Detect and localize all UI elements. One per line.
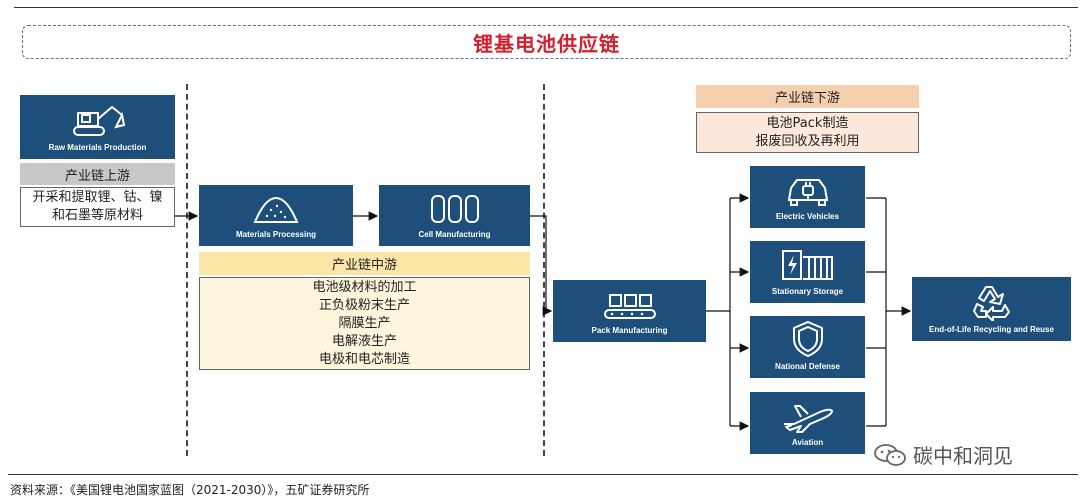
desc-downstream: 电池Pack制造 报废回收及再利用 bbox=[696, 112, 919, 153]
desc-line: 开采和提取锂、钴、镍 bbox=[32, 190, 163, 205]
storage-bolt-icon bbox=[781, 250, 833, 280]
node-national-defense: National Defense bbox=[750, 316, 865, 378]
stage-label-upstream: 产业链上游 bbox=[20, 163, 175, 185]
node-label: Electric Vehicles bbox=[775, 212, 840, 221]
node-materials-processing: Materials Processing bbox=[199, 185, 353, 246]
node-label: Materials Processing bbox=[235, 230, 317, 239]
desc-line: 报废回收及再利用 bbox=[755, 133, 860, 149]
node-label: End-of-Life Recycling and Reuse bbox=[929, 325, 1054, 334]
separator-midstream-downstream bbox=[543, 84, 545, 456]
node-label: Stationary Storage bbox=[771, 287, 844, 296]
desc-line: 电解液生产 bbox=[331, 333, 397, 349]
desc-line: 正负极粉末生产 bbox=[318, 297, 410, 313]
node-label: Raw Materials Production bbox=[48, 143, 147, 152]
top-rule bbox=[14, 7, 1078, 8]
title-box: 锂基电池供应链 bbox=[22, 25, 1071, 59]
stage-label-midstream: 产业链中游 bbox=[199, 252, 530, 275]
node-pack-manufacturing: Pack Manufacturing bbox=[553, 280, 706, 342]
source-note: 资料来源：《美国锂电池国家蓝图（2021-2030）》，五矿证券研究所 bbox=[10, 483, 370, 497]
excavator-icon bbox=[72, 105, 125, 136]
desc-line: 电极和电芯制造 bbox=[318, 351, 410, 367]
separator-upstream-midstream bbox=[186, 84, 188, 456]
node-label: Pack Manufacturing bbox=[591, 326, 668, 335]
node-label: Aviation bbox=[791, 438, 824, 447]
node-aviation: Aviation bbox=[750, 392, 865, 454]
node-cell-manufacturing: Cell Manufacturing bbox=[379, 185, 530, 246]
node-raw-materials: Raw Materials Production bbox=[20, 95, 175, 159]
desc-line: 电池级材料的加工 bbox=[312, 279, 417, 295]
node-electric-vehicles: Electric Vehicles bbox=[750, 166, 865, 228]
bottom-rule bbox=[8, 474, 1078, 475]
desc-upstream: 开采和提取锂、钴、镍 和石墨等原材料 bbox=[20, 187, 175, 227]
node-recycling: End-of-Life Recycling and Reuse bbox=[912, 277, 1071, 341]
recycle-icon bbox=[972, 286, 1010, 321]
desc-line: 电池Pack制造 bbox=[766, 115, 849, 131]
diagram-title: 锂基电池供应链 bbox=[473, 31, 620, 56]
conveyor-icon bbox=[603, 294, 656, 319]
watermark: 碳中和洞见 bbox=[873, 440, 1013, 469]
desc-midstream: 电池级材料的加工 正负极粉末生产 隔膜生产 电解液生产 电极和电芯制造 bbox=[199, 277, 530, 370]
shield-icon bbox=[792, 320, 823, 358]
watermark-text: 碳中和洞见 bbox=[913, 444, 1013, 468]
stage-label-downstream: 产业链下游 bbox=[696, 85, 919, 108]
battery-cells-icon bbox=[430, 195, 479, 223]
node-label: National Defense bbox=[775, 362, 840, 371]
powder-pile-icon bbox=[253, 196, 299, 223]
desc-line: 和石墨等原材料 bbox=[51, 208, 143, 223]
node-stationary-storage: Stationary Storage bbox=[750, 241, 865, 303]
wechat-icon bbox=[874, 443, 906, 466]
desc-line: 隔膜生产 bbox=[338, 315, 391, 331]
node-label: Cell Manufacturing bbox=[418, 230, 491, 239]
car-plug-icon bbox=[787, 179, 828, 206]
airplane-icon bbox=[783, 405, 833, 433]
